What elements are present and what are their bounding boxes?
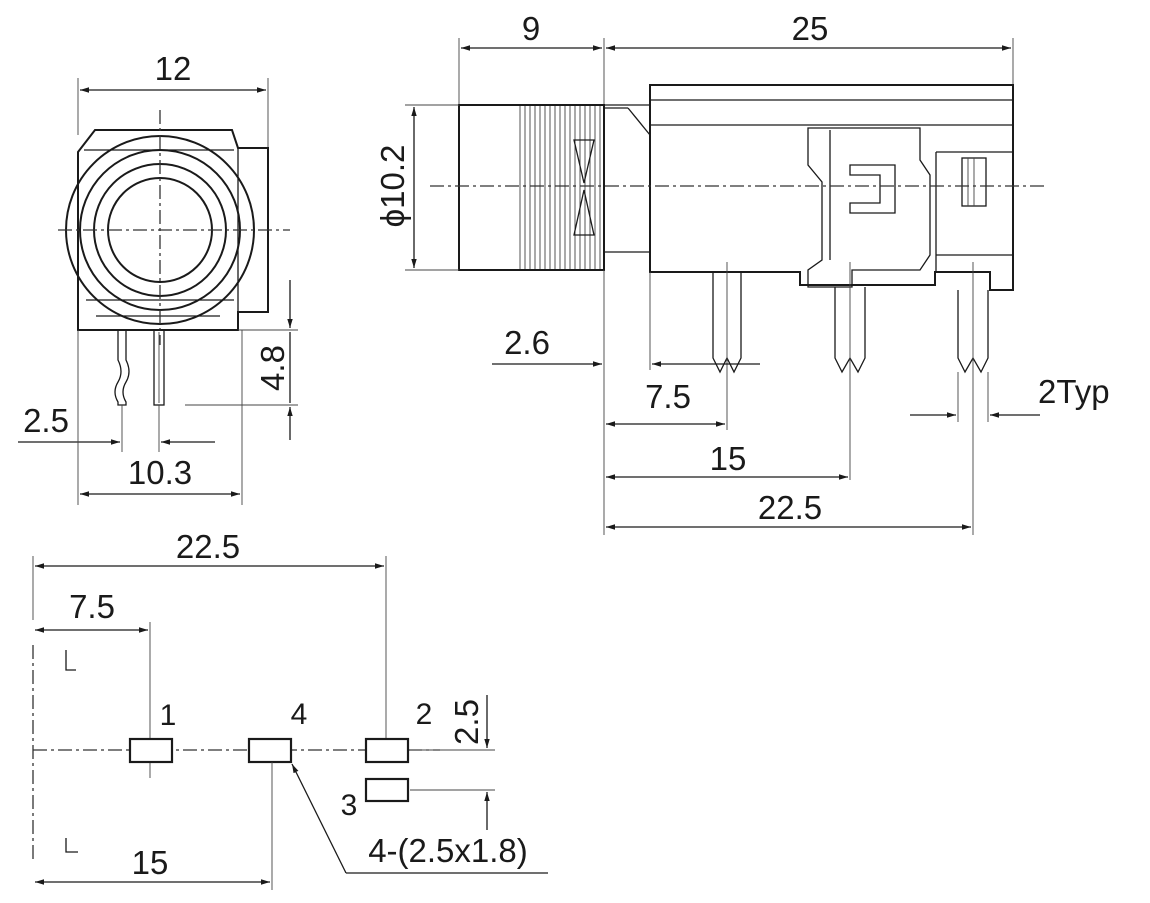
pad-4-label: 4 [291, 698, 308, 731]
pad-3-label: 3 [341, 789, 358, 822]
side-view: 9 25 [374, 10, 1110, 535]
dim-vertical-label: 2.5 [448, 699, 485, 745]
dim-width-label: 12 [155, 50, 192, 87]
dim-nut-length-label: 9 [522, 10, 540, 47]
pad-size-label: 4-(2.5x1.8) [368, 832, 528, 869]
front-pin-bent [114, 330, 130, 406]
dim-pin1-label: 7.5 [645, 378, 691, 415]
dim-overall-label: 22.5 [176, 528, 240, 565]
side-body-outline [649, 84, 1014, 291]
pad-1-label: 1 [160, 699, 177, 732]
pad-4 [247, 737, 293, 764]
pad-1 [128, 737, 174, 764]
dim-offset-label: 2.6 [504, 324, 550, 361]
dim-pin2-label: 15 [710, 440, 747, 477]
dim-pin-width-label: 2Typ [1038, 373, 1110, 410]
dim-pad4-label: 15 [132, 844, 169, 881]
dim-pin-offset-label: 2.5 [23, 402, 69, 439]
dim-pin-height-label: 4.8 [254, 345, 291, 391]
dim-diameter-label: ϕ10.2 [374, 145, 411, 228]
dim-base-width-label: 10.3 [128, 454, 192, 491]
pad-3 [364, 777, 410, 803]
pad-2-label: 2 [416, 698, 433, 731]
dim-body-length-label: 25 [792, 10, 829, 47]
nut-thread-hatching [519, 106, 601, 269]
side-contact-spring [807, 127, 931, 288]
dim-pitch-label: 7.5 [69, 588, 115, 625]
pcb-footprint: 22.5 7.5 1 4 2 3 2.5 15 4-(2.5x1.8) [32, 528, 548, 890]
side-nut [458, 104, 605, 271]
pad-2 [364, 737, 410, 764]
front-view: 12 4.8 2.5 10.3 [18, 50, 298, 505]
dim-pin3-label: 22.5 [758, 489, 822, 526]
